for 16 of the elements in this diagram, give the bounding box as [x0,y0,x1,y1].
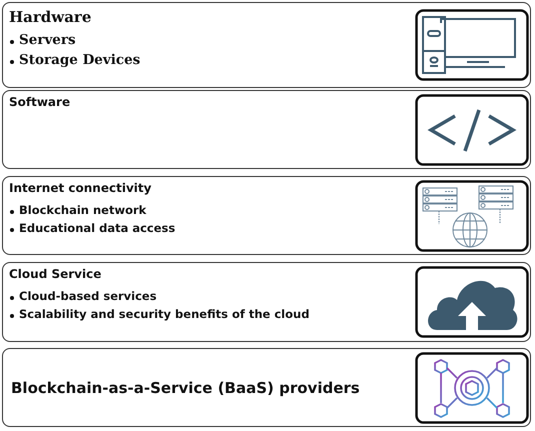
panel-box [2,348,531,427]
bullet-text: Cloud-based services [19,289,157,303]
bullet-text: Scalability and security benefits of the cloud [19,307,310,321]
panel-box [2,90,531,169]
panel-box [2,2,531,88]
panel-box [2,176,531,255]
bullet-text: Storage Devices [19,52,140,68]
panel-box [2,262,531,342]
heading: Software [9,95,70,109]
heading: Blockchain-as-a-Service (BaaS) providers [11,378,360,396]
bullet-text: Educational data access [19,221,176,235]
heading: Hardware [9,8,92,26]
bullet-text: Blockchain network [19,203,146,217]
heading: Cloud Service [9,267,102,281]
heading: Internet connectivity [9,181,152,195]
bullet-text: Servers [19,32,76,48]
